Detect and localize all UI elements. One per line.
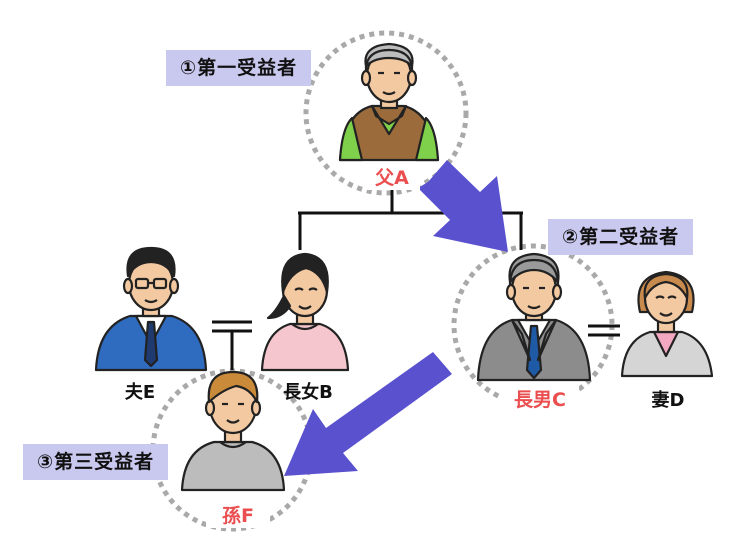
father-a-label: 父A — [364, 163, 420, 190]
eldest-daughter-b-illustration — [260, 252, 350, 372]
eldest-son-c-label: 長男C — [501, 385, 579, 412]
third-beneficiary-tag: ③第三受益者 — [23, 444, 169, 480]
arrow-father-to-eldest-son — [418, 160, 508, 252]
marriage-sign-c-d — [588, 324, 620, 337]
arrow-eldest-son-to-grandchild — [284, 352, 452, 476]
wife-d-label: 妻D — [651, 390, 685, 411]
first-beneficiary-tag: ①第一受益者 — [166, 50, 312, 86]
father-circle — [303, 30, 469, 196]
grandchild-f-label: 孫F — [206, 501, 270, 528]
husband-e-illustration — [94, 246, 208, 372]
father-a-illustration — [338, 42, 440, 162]
grandchild-f-illustration — [180, 370, 286, 492]
marriage-sign-e-b — [212, 320, 252, 333]
eldest-son-c-illustration — [476, 252, 592, 382]
second-beneficiary-tag: ②第二受益者 — [548, 219, 694, 255]
husband-e-label: 夫E — [124, 382, 156, 403]
eldest-daughter-b-label: 長女B — [283, 382, 333, 403]
wife-d-illustration — [620, 270, 714, 378]
